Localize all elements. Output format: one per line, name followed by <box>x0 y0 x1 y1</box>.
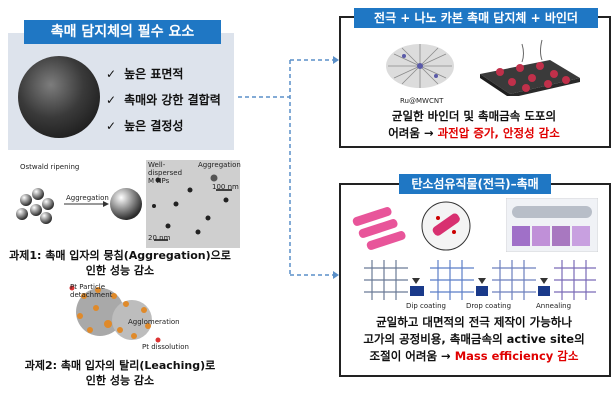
requirement-item: ✓높은 표면적 <box>106 67 184 81</box>
leaching-schematic <box>69 285 161 343</box>
pt-dissolution-label: Pt dissolution <box>142 343 189 351</box>
scale-bar-label: 20 nm <box>148 234 171 242</box>
fiber-illustration <box>352 201 471 251</box>
dip-coating-label: Dip coating <box>406 302 446 310</box>
electrode-binder-title: 전극 + 나노 카본 촉매 담지체 + 바인더 <box>354 8 598 28</box>
annealing-label: Annealing <box>536 302 572 310</box>
check-icon: ✓ <box>106 119 117 133</box>
requirement-item: ✓높은 결정성 <box>106 119 184 133</box>
drop-coating-label: Drop coating <box>466 302 512 310</box>
electrode-coating-image <box>480 39 580 96</box>
cnt-structure-image <box>386 44 454 88</box>
problem2-caption-line1: 과제2: 촉매 입자의 탈리(Leaching)로 <box>24 359 216 372</box>
carbon-fabric-desc-line3: 조절이 어려움 → Mass efficiency 감소 <box>369 349 579 363</box>
electrode-binder-desc-line2: 어려움 → 과전압 증가, 안정성 감소 <box>388 126 560 140</box>
check-icon: ✓ <box>106 93 117 107</box>
carbon-fabric-title: 탄소섬유직물(전극)–촉매 <box>399 174 551 194</box>
tem-label-dispersed: Well-dispersed M NPs <box>148 161 183 185</box>
tem-label-aggregation: Aggregation <box>198 161 241 169</box>
fabric-photo-panel <box>506 198 598 252</box>
check-icon: ✓ <box>106 67 117 81</box>
scale-bar-label: 100 nm <box>212 183 239 191</box>
problem1-caption-line1: 과제1: 촉매 입자의 뭉침(Aggregation)으로 <box>9 249 231 262</box>
aggregation-arrow-label: Aggregation <box>66 194 109 202</box>
agglomeration-label: Agglomeration <box>128 318 180 326</box>
requirements-title: 촉매 담지체의 필수 요소 <box>24 20 221 44</box>
aggregation-schematic <box>16 160 240 248</box>
requirement-item: ✓촉매와 강한 결합력 <box>106 93 221 107</box>
carbon-fabric-desc-line1: 균일하고 대면적의 전극 제작이 가능하나 <box>376 315 572 329</box>
sem-image-support <box>18 56 100 138</box>
ru-mwcnt-label: Ru@MWCNT <box>400 97 444 105</box>
problem2-caption-line2: 인한 성능 감소 <box>85 374 155 387</box>
carbon-fabric-desc-line2: 고가의 공정비용, 촉매금속의 active site의 <box>363 332 585 346</box>
coating-process-diagram <box>364 260 596 300</box>
ostwald-label: Ostwald ripening <box>20 163 80 171</box>
electrode-binder-desc-line1: 균일한 바인더 및 촉매금속 도포의 <box>391 109 557 123</box>
problem1-caption-line2: 인한 성능 감소 <box>85 264 155 277</box>
